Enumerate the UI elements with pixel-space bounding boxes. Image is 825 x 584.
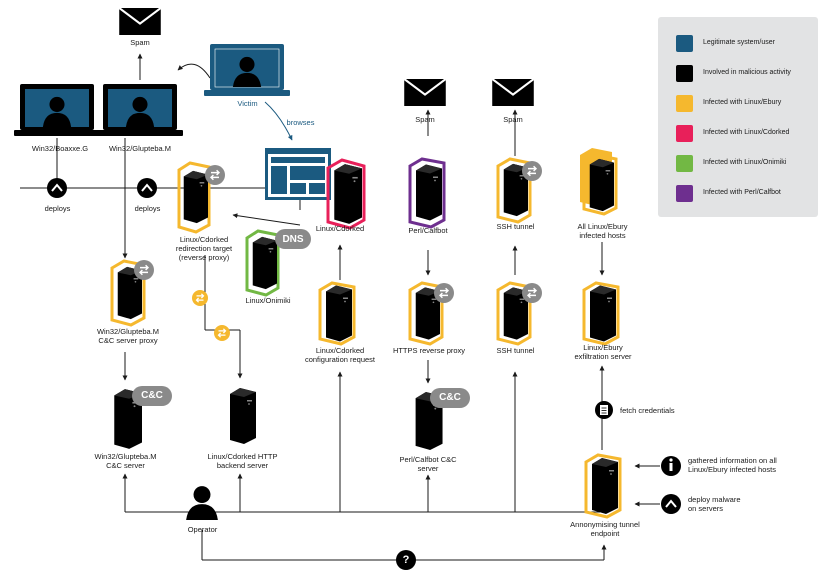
- legend-label: Infected with Linux/Ebury: [703, 99, 782, 107]
- label-ebury-exfil: Linux/Ebury exfiltration server: [574, 343, 632, 361]
- arrow-victim-infection: [177, 63, 211, 79]
- label-cdorked-config: Linux/Cdorked configuration request: [304, 346, 376, 364]
- question-icon: [396, 550, 416, 570]
- legend-label: Legitimate system/user: [703, 39, 775, 47]
- legend-label: Involved in malicious activity: [703, 69, 791, 77]
- legend-label: Infected with Perl/Calfbot: [703, 189, 781, 197]
- operator-icon: [186, 486, 218, 520]
- relay-badge-yellow: [192, 290, 208, 306]
- legend-label: Infected with Linux/Onimiki: [703, 159, 787, 167]
- server-cdorked-config: [318, 281, 356, 346]
- label-anon-tunnel: Annonymising tunnel endpoint: [570, 520, 640, 538]
- server-anon-tunnel: [584, 453, 622, 519]
- label-gathered-info: gathered information on all Linux/Ebury …: [688, 456, 777, 474]
- legend: Legitimate system/user Involved in malic…: [658, 17, 818, 217]
- ebury-infection-link: [192, 290, 230, 341]
- browser-window-icon: [265, 148, 331, 200]
- label-glupteba-proxy: Win32/Glupteba.M C&C server proxy: [96, 327, 160, 345]
- label-cdorked-backend: Linux/Cdorked HTTP backend server: [207, 452, 278, 470]
- legend-swatch: [676, 95, 693, 112]
- server-all-ebury: [580, 148, 618, 216]
- server-cdorked: [326, 158, 366, 230]
- label-browses: browses: [286, 118, 315, 127]
- server-perl-calfbot: [408, 157, 446, 229]
- legend-item: Infected with Linux/Cdorked: [676, 125, 798, 142]
- legend-swatch: [676, 65, 693, 82]
- deploy-icon: [137, 178, 157, 198]
- arrow-victim-browses: [264, 101, 293, 141]
- label-spam: Spam: [503, 115, 523, 124]
- label-cdorked-redirect: Linux/Cdorked redirection target (revers…: [175, 235, 233, 262]
- label-perl-cc: Perl/Calfbot C&C server: [399, 455, 457, 473]
- server-cdorked-backend: [230, 388, 256, 444]
- legend-item: Involved in malicious activity: [676, 65, 798, 82]
- server-onimiki: [245, 229, 311, 297]
- legend-swatch: [676, 155, 693, 172]
- legend-swatch: [676, 125, 693, 142]
- server-ebury-exfil: [582, 281, 620, 346]
- laptop-boaxxe: [14, 84, 100, 136]
- laptop-victim: [204, 44, 290, 96]
- label-deploys: deploys: [134, 204, 161, 213]
- laptop-glupteba: [97, 84, 183, 136]
- unknown-label: ?: [402, 554, 410, 566]
- legend-item: Infected with Linux/Ebury: [676, 95, 798, 112]
- legend-item: Legitimate system/user: [676, 35, 798, 52]
- spam-envelope-icon: [404, 79, 446, 106]
- dns-badge: DNS: [282, 234, 304, 245]
- label-cdorked: Linux/Cdorked: [315, 224, 365, 233]
- label-glupteba-cc: Win32/Glupteba.M C&C server: [94, 452, 157, 470]
- arrow-onimiki-redirect: [232, 213, 301, 226]
- legend-label: Infected with Linux/Cdorked: [703, 129, 790, 137]
- server-cdorked-redirect: [177, 161, 225, 234]
- deploy-icon: [661, 494, 681, 514]
- label-ssh-tunnel: SSH tunnel: [496, 346, 535, 355]
- label-boaxxe: Win32/Boaxxe.G: [31, 144, 89, 153]
- label-victim: Victim: [237, 99, 258, 108]
- spam-envelope-icon: [119, 8, 161, 35]
- label-spam: Spam: [130, 38, 150, 47]
- label-glupteba: Win32/Glupteba.M: [108, 144, 172, 153]
- server-ssh-tunnel-top: [496, 157, 542, 224]
- label-perl-calfbot: Perl/Calfbot: [408, 226, 448, 235]
- label-https-proxy: HTTPS reverse proxy: [392, 346, 466, 355]
- label-all-ebury: All Linux/Ebury infected hosts: [577, 222, 628, 240]
- server-glupteba-proxy: [110, 259, 154, 327]
- server-ssh-tunnel-bottom: [496, 281, 542, 346]
- label-deploys: deploys: [44, 204, 71, 213]
- label-deploy-malware: deploy malware on servers: [688, 495, 741, 513]
- legend-item: Infected with Linux/Onimiki: [676, 155, 798, 172]
- label-operator: Operator: [187, 525, 218, 534]
- label-ssh-tunnel: SSH tunnel: [496, 222, 535, 231]
- legend-swatch: [676, 185, 693, 202]
- label-spam: Spam: [415, 115, 435, 124]
- relay-badge-yellow: [214, 325, 230, 341]
- legend-swatch: [676, 35, 693, 52]
- server-perl-cc: [415, 388, 470, 450]
- spam-envelope-icon: [492, 79, 534, 106]
- cc-badge: C&C: [141, 390, 163, 401]
- label-fetch-credentials: fetch credentials: [620, 406, 675, 415]
- cc-badge: C&C: [439, 392, 461, 403]
- label-onimiki: Linux/Onimiki: [245, 296, 291, 305]
- deploy-icon: [47, 178, 67, 198]
- legend-item: Infected with Perl/Calfbot: [676, 185, 798, 202]
- server-https-proxy: [408, 281, 454, 346]
- server-glupteba-cc: [114, 386, 172, 449]
